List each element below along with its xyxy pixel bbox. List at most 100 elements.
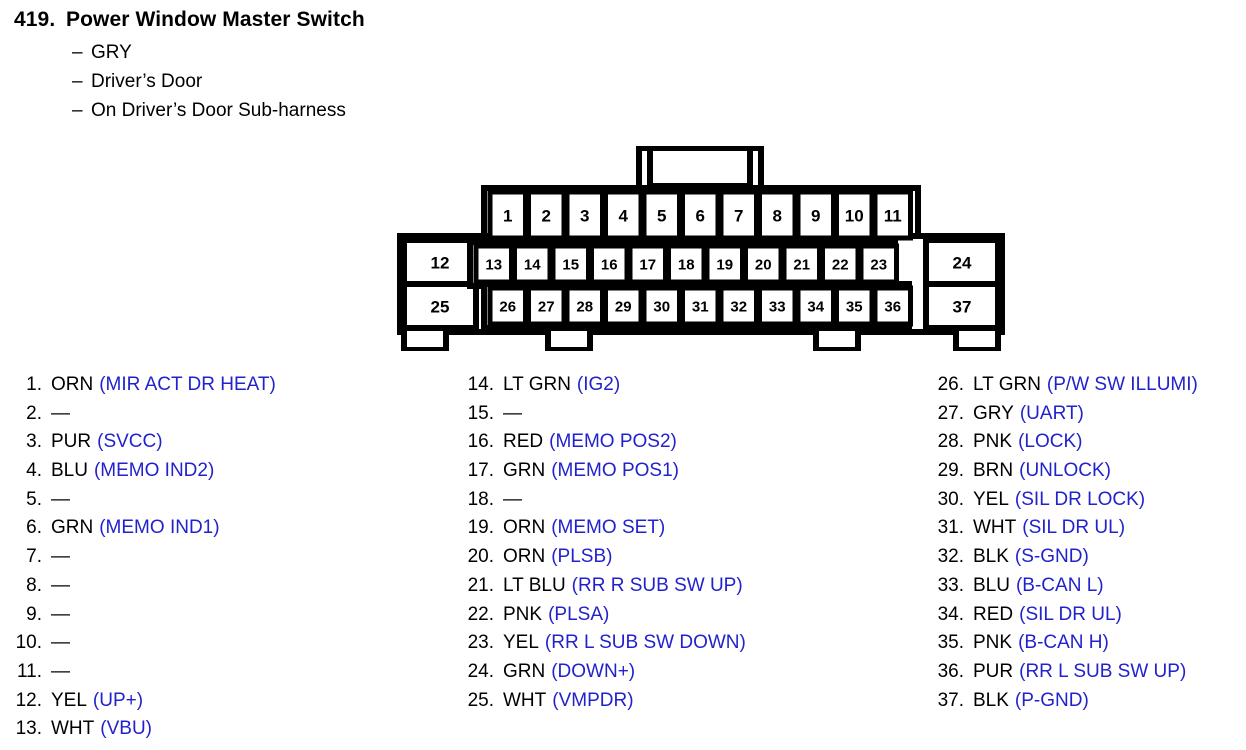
pin-number: 20.: [467, 546, 494, 568]
connector-pin-cell: [641, 285, 682, 327]
pin-wire-color: YEL: [51, 689, 87, 711]
connector-pin-number: 36: [884, 299, 901, 316]
pin-wire-color: BLK: [973, 546, 1009, 568]
pin-number: 4.: [26, 460, 42, 482]
connector-pin-cell: [743, 243, 784, 285]
pin-function-label: (MEMO IND1): [99, 517, 220, 539]
connector-pin-cell: [564, 189, 605, 241]
connector-pin-cell: [704, 243, 745, 285]
pin-empty-dash: —: [503, 402, 522, 424]
connector-pin-cell: [834, 285, 875, 327]
pin-wire-color: RED: [503, 431, 544, 453]
pin-wire-color: WHT: [51, 718, 95, 740]
pin-list-row: 9. —: [0, 601, 440, 630]
connector-pin-cell: [526, 285, 567, 327]
list-item: – On Driver’s Door Sub-harness: [72, 96, 814, 125]
pin-function-label: (UNLOCK): [1019, 460, 1111, 482]
connector-pin-cell: [589, 243, 630, 285]
connector-pin-number: 16: [601, 257, 618, 274]
connector-pin-number: 6: [696, 207, 705, 226]
bullet-text: Driver’s Door: [91, 71, 203, 92]
pin-list-column-3: 26.LT GRN(P/W SW ILLUMI)27.GRY(UART)28.P…: [922, 371, 1246, 715]
header-bullet-list: – GRY – Driver’s Door – On Driver’s Door…: [14, 38, 814, 125]
pin-wire-color: ORN: [503, 517, 546, 539]
pin-number: 2.: [26, 402, 42, 424]
pin-function-label: (S-GND): [1014, 546, 1089, 568]
connector-pin-number: 9: [811, 207, 820, 226]
pin-number: 22.: [467, 603, 494, 625]
pin-wire-color: RED: [973, 603, 1014, 625]
pin-number: 34.: [937, 603, 964, 625]
connector-right-block: [923, 237, 1001, 331]
connector-pin-number: 13: [485, 257, 502, 274]
connector-pin-number: 25: [431, 298, 450, 317]
pin-list-row: 10.—: [0, 629, 440, 658]
pin-list-row: 23. YEL(RR L SUB SW DOWN): [452, 629, 922, 658]
page-header: 419. Power Window Master Switch – GRY – …: [14, 8, 814, 125]
pin-list-row: 36.PUR(RR L SUB SW UP): [922, 658, 1246, 687]
connector-pin-number: 34: [807, 299, 824, 316]
pin-number: 29.: [937, 460, 964, 482]
pin-empty-dash: —: [51, 603, 70, 625]
connector-pin-number: 33: [769, 299, 786, 316]
pin-function-label: (SIL DR LOCK): [1014, 488, 1146, 510]
pin-number: 18.: [467, 488, 494, 510]
pin-empty-dash: —: [51, 488, 70, 510]
pin-wire-color: PNK: [973, 632, 1013, 654]
pin-wire-color: GRY: [973, 402, 1014, 424]
connector-pin-number: 30: [653, 299, 670, 316]
connector-pin-number: 1: [503, 207, 512, 226]
pin-list-row: 32.BLK(S-GND): [922, 543, 1246, 572]
pin-list-row: 18.—: [452, 486, 922, 515]
pin-function-label: (DOWN+): [551, 660, 636, 682]
connector-pin-cell: [487, 189, 528, 241]
pin-wire-color: LT BLU: [503, 574, 566, 596]
dash-bullet: –: [72, 100, 83, 121]
pin-wire-color: YEL: [503, 632, 539, 654]
pin-list-row: 7.—: [0, 543, 440, 572]
pin-number: 33.: [937, 574, 964, 596]
pin-list-row: 14.LT GRN(IG2): [452, 371, 922, 400]
pin-list-row: 34.RED(SIL DR UL): [922, 601, 1246, 630]
pin-wire-color: PNK: [973, 431, 1013, 453]
pin-function-label: (MEMO POS1): [551, 460, 679, 482]
pin-number: 9.: [26, 603, 42, 625]
connector-pin-cell: [627, 243, 668, 285]
pin-wire-color: ORN: [503, 546, 546, 568]
connector-pin-cell: [858, 243, 899, 285]
connector-pin-number: 17: [639, 257, 656, 274]
connector-pin-number: 31: [692, 299, 709, 316]
connector-pin-number: 27: [538, 299, 555, 316]
connector-pin-cell: [872, 285, 913, 327]
connector-pin-number: 15: [562, 257, 579, 274]
pin-function-label: (RR L SUB SW DOWN): [544, 632, 746, 654]
connector-pin-number: 11: [884, 207, 902, 226]
pin-list-row: 17.GRN(MEMO POS1): [452, 457, 922, 486]
pin-wire-color: GRN: [503, 660, 546, 682]
connector-pin-number: 21: [793, 257, 810, 274]
connector-pin-number: 7: [734, 207, 743, 226]
connector-pin-number: 19: [716, 257, 733, 274]
connector-pin-number: 22: [832, 257, 849, 274]
connector-pin-cell: [603, 285, 644, 327]
pin-list-row: 25.WHT(VMPDR): [452, 687, 922, 716]
connector-pin-cell: [757, 285, 798, 327]
pin-number: 26.: [937, 374, 964, 395]
pin-number: 23.: [467, 632, 494, 654]
connector-pin-cell: [641, 189, 682, 241]
pin-list-row: 4.BLU(MEMO IND2): [0, 457, 440, 486]
connector-pin-cell: [820, 243, 861, 285]
bullet-text: On Driver’s Door Sub-harness: [91, 100, 346, 121]
pin-list-row: 8.—: [0, 572, 440, 601]
pin-list-row: 13.WHT(VBU): [0, 715, 440, 744]
entry-number: 419.: [14, 8, 56, 31]
connector-pin-number: 32: [730, 299, 747, 316]
pin-number: 35.: [937, 632, 964, 654]
pin-list-row: 31.WHT(SIL DR UL): [922, 514, 1246, 543]
pin-list-row: 5.—: [0, 486, 440, 515]
pin-function-label: (VBU): [100, 718, 152, 740]
pin-list-row: 29.BRN(UNLOCK): [922, 457, 1246, 486]
connector-pin-cell: [834, 189, 875, 241]
pin-number: 37.: [937, 689, 964, 711]
